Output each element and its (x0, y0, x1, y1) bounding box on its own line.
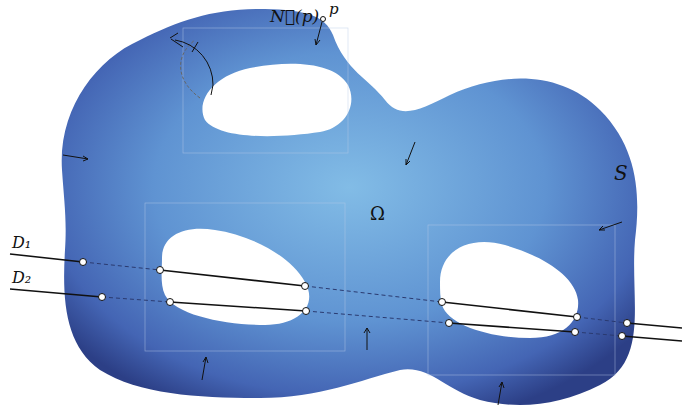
line-label: D₂ (12, 270, 31, 286)
normal-vector-label: N⃗(p) (270, 8, 319, 25)
domain-label: Ω (370, 205, 385, 223)
point-label: p (329, 2, 339, 17)
boundary-label: S (614, 163, 628, 183)
line-label: D₁ (12, 235, 31, 251)
